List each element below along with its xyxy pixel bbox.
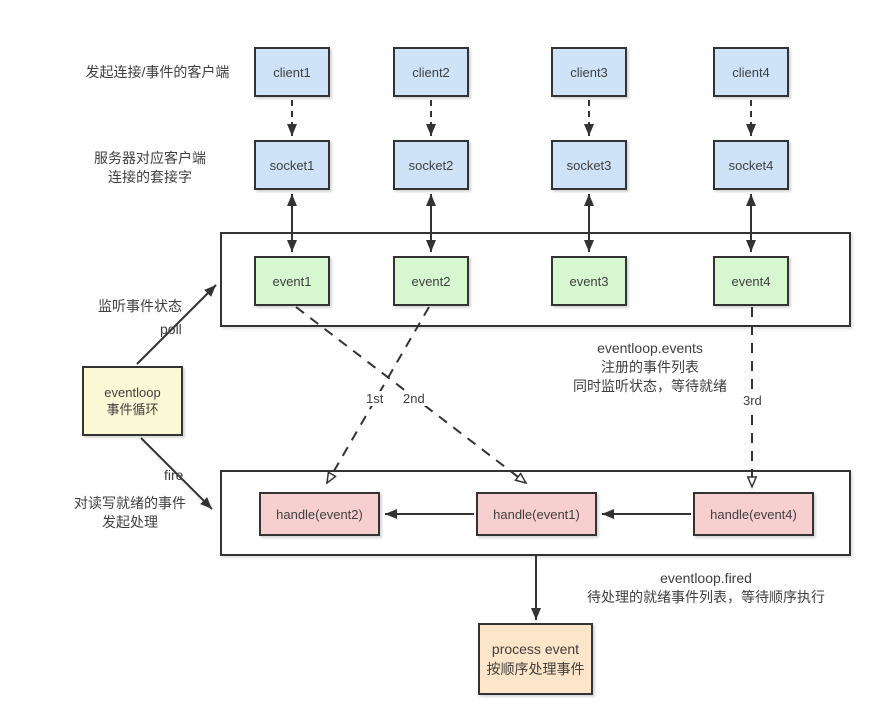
node-label: event4 [731,273,771,289]
node-label: handle(event4) [710,506,797,522]
node-label: socket1 [269,157,315,173]
node-label: socket3 [566,157,612,173]
node-label: eventloop [104,385,161,400]
node-handle-event1: handle(event1) [476,492,597,536]
node-event1: event1 [254,256,330,306]
node-label: 按顺序处理事件 [486,661,585,677]
node-label: client3 [570,64,608,80]
events-note-line3: 同时监听状态，等待就绪 [573,378,727,394]
node-label: handle(event1) [493,506,580,522]
events-note-line1: eventloop.events [597,340,703,356]
node-handle-event2: handle(event2) [259,492,380,536]
node-client3: client3 [551,47,627,97]
events-list-note: eventloop.events 注册的事件列表 同时监听状态，等待就绪 [540,339,760,396]
node-client4: client4 [713,47,789,97]
node-client1: client1 [254,47,330,97]
poll-label: poll [160,320,182,339]
order-3rd-text: 3rd [743,393,762,408]
sockets-note: 服务器对应客户端 连接的套接字 [60,149,240,187]
fire-label: fire [164,466,183,485]
node-label: client4 [732,64,770,80]
node-socket4: socket4 [713,140,789,190]
node-eventloop: eventloop 事件循环 [82,366,183,436]
node-label: 事件循环 [106,402,159,417]
node-process-event: process event 按顺序处理事件 [478,623,593,695]
node-label: event2 [411,273,451,289]
node-label: event1 [272,273,312,289]
poll-note: 监听事件状态 [60,297,220,316]
node-label: client2 [412,64,450,80]
order-2nd-text: 2nd [403,391,425,406]
node-event2: event2 [393,256,469,306]
node-event3: event3 [551,256,627,306]
fire-label-text: fire [164,467,184,483]
order-label-1st: 1st [364,391,386,406]
poll-label-text: poll [160,321,182,337]
fire-note-line1: 对读写就绪的事件 [74,495,186,511]
sockets-note-line2: 连接的套接字 [108,169,192,185]
node-label: handle(event2) [276,506,363,522]
node-socket1: socket1 [254,140,330,190]
events-list-frame [220,232,851,327]
sockets-note-line1: 服务器对应客户端 [94,150,206,166]
node-label: process event [491,641,580,657]
fire-note: 对读写就绪的事件 发起处理 [45,494,215,532]
node-socket3: socket3 [551,140,627,190]
fired-note-line2: 待处理的就绪事件列表，等待顺序执行 [587,589,825,605]
node-label: socket4 [728,157,774,173]
clients-note: 发起连接/事件的客户端 [40,63,275,82]
poll-note-text: 监听事件状态 [98,298,182,314]
node-handle-event4: handle(event4) [693,492,814,536]
node-client2: client2 [393,47,469,97]
order-label-2nd: 2nd [401,391,427,406]
node-socket2: socket2 [393,140,469,190]
clients-note-text: 发起连接/事件的客户端 [85,64,230,80]
node-label: event3 [569,273,609,289]
fired-note-line1: eventloop.fired [660,570,752,586]
order-1st-text: 1st [366,391,384,406]
fire-note-line2: 发起处理 [102,514,158,530]
order-label-3rd: 3rd [741,393,764,408]
fired-list-note: eventloop.fired 待处理的就绪事件列表，等待顺序执行 [575,569,837,607]
node-label: client1 [273,64,311,80]
node-label: socket2 [408,157,454,173]
node-event4: event4 [713,256,789,306]
events-note-line2: 注册的事件列表 [601,359,699,375]
